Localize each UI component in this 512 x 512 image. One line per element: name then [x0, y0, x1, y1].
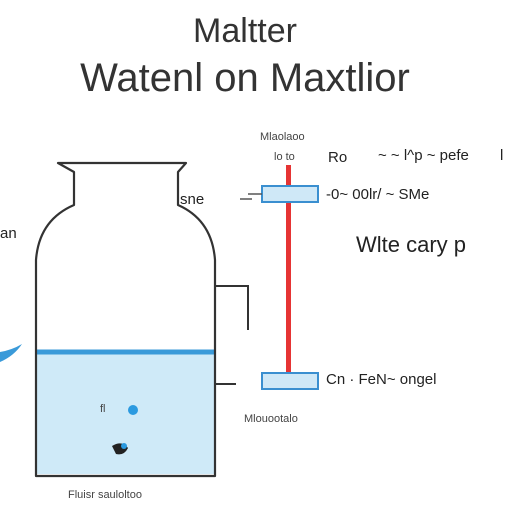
top-right-label: ~ ~ l^p ~ pefe	[378, 147, 469, 164]
jar-outline	[34, 161, 217, 478]
gauge-bar	[286, 165, 291, 373]
title-line-2: Watenl on Maxtlior	[80, 56, 410, 100]
marker-bottom-label: Cn · FeN~ ongel	[326, 371, 437, 388]
water-splash-left	[0, 344, 22, 362]
neck-label: sne	[180, 191, 205, 208]
jar-side-spout	[216, 285, 249, 330]
gauge-top-label-1: Mlaolaoo	[260, 131, 305, 143]
droplet-tiny-icon	[121, 443, 127, 449]
middle-right-label: Wlte cary p	[356, 232, 467, 257]
left-label: an	[0, 225, 17, 242]
water-fill	[37, 352, 215, 474]
gauge-bottom-label: Mlouootalo	[244, 413, 298, 425]
title-line-1: Maltter	[193, 12, 297, 50]
marker-top-label: -0~ 00lr/ ~ SMe	[326, 186, 430, 203]
bottom-label: Fluisr sauloltoo	[68, 489, 142, 501]
gauge-top-label-3: Ro	[328, 149, 348, 166]
gauge-top-label-2: lo to	[274, 151, 295, 163]
droplet-label: fl	[100, 403, 106, 415]
gauge-marker-top	[261, 185, 319, 203]
top-right-label-end: l	[500, 147, 504, 164]
gauge-marker-bottom	[261, 372, 319, 390]
droplet-light-icon	[128, 405, 138, 415]
